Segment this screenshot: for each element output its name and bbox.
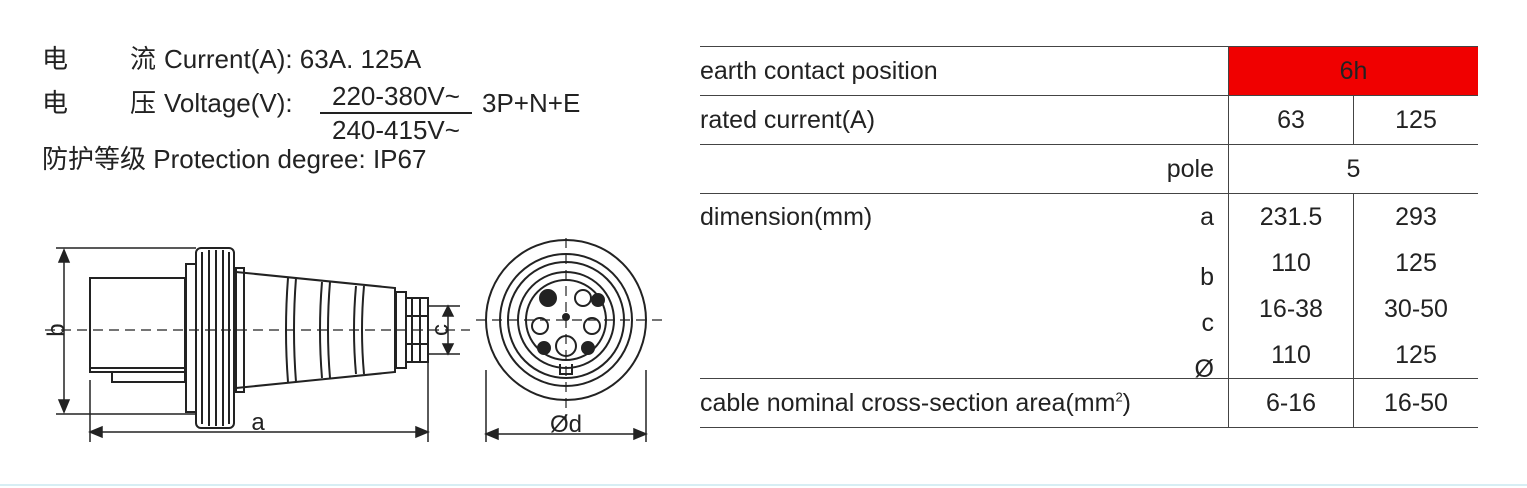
table-row-cable: cable nominal cross-section area(mm2) 6-… bbox=[700, 378, 1478, 428]
spec-protection-zh: 防护等级 bbox=[42, 144, 147, 174]
dim-key-c: c bbox=[1201, 309, 1215, 337]
plug-side-view bbox=[45, 247, 470, 429]
table-row-dim-d: Ø 110 125 bbox=[700, 332, 1478, 383]
label-b: b bbox=[43, 323, 70, 336]
plug-drawing: b a c Ød bbox=[43, 238, 664, 442]
table-row-earth: earth contact position 6h bbox=[700, 46, 1478, 96]
earth-value: 6h bbox=[1228, 46, 1478, 96]
dimension-label: dimension(mm) bbox=[700, 202, 873, 231]
dimension-lines bbox=[56, 247, 648, 442]
voltage-phase: 3P+N+E bbox=[482, 88, 581, 118]
dim-a-v2: 293 bbox=[1353, 193, 1478, 240]
cable-label-text: cable nominal cross-section area(mm bbox=[700, 388, 1116, 417]
spec-table: earth contact position 6h rated current(… bbox=[700, 46, 1478, 428]
dim-key-d: Ø bbox=[1194, 355, 1214, 383]
rated-label: rated current(A) bbox=[700, 95, 1229, 145]
earth-label: earth contact position bbox=[700, 46, 1229, 96]
dim-c-v1: 16-38 bbox=[1228, 286, 1354, 332]
table-row-dim-b: b 110 125 bbox=[700, 240, 1478, 291]
cable-v1: 6-16 bbox=[1228, 378, 1354, 428]
dim-d-v1: 110 bbox=[1228, 332, 1354, 379]
label-c: c bbox=[427, 324, 454, 336]
spec-current-zh2: 流 bbox=[130, 44, 157, 74]
dim-c-v2: 30-50 bbox=[1353, 286, 1478, 332]
dim-b-v2: 125 bbox=[1353, 240, 1478, 286]
dim-a-v1: 231.5 bbox=[1228, 193, 1354, 240]
dim-d-v2: 125 bbox=[1353, 332, 1478, 379]
spec-voltage-label: Voltage(V): bbox=[164, 88, 293, 118]
fraction-bar bbox=[320, 112, 472, 114]
table-row-dim-a: dimension(mm) a 231.5 293 bbox=[700, 193, 1478, 240]
pole-value: 5 bbox=[1228, 144, 1478, 194]
label-a: a bbox=[251, 409, 265, 436]
plug-front-view bbox=[476, 238, 664, 420]
table-row-rated: rated current(A) 63 125 bbox=[700, 95, 1478, 145]
spec-protection-text: Protection degree: IP67 bbox=[153, 144, 427, 174]
dim-key-b: b bbox=[1200, 263, 1214, 291]
spec-voltage-zh1: 电 bbox=[42, 88, 69, 118]
cable-label-end: ) bbox=[1122, 388, 1131, 417]
voltage-fraction: 220-380V~ 240-415V~ bbox=[320, 82, 472, 144]
dim-b-v1: 110 bbox=[1228, 240, 1354, 286]
footer-divider bbox=[0, 484, 1527, 486]
spec-current-text: Current(A): 63A. 125A bbox=[164, 44, 422, 74]
table-row-dim-c: c 16-38 30-50 bbox=[700, 286, 1478, 337]
spec-protection: 防护等级 Protection degree: IP67 bbox=[42, 144, 426, 174]
spec-voltage-zh2: 压 bbox=[130, 88, 157, 118]
rated-v1: 63 bbox=[1228, 95, 1354, 145]
cable-v2: 16-50 bbox=[1353, 378, 1478, 428]
voltage-numerator: 220-380V~ bbox=[332, 81, 460, 111]
rated-v2: 125 bbox=[1353, 95, 1478, 145]
table-row-pole: pole 5 bbox=[700, 144, 1478, 194]
voltage-denominator: 240-415V~ bbox=[332, 114, 460, 145]
cable-label: cable nominal cross-section area(mm2) bbox=[700, 378, 1229, 428]
cable-label-sup: 2 bbox=[1115, 389, 1123, 405]
spec-current-zh1: 电 bbox=[42, 44, 69, 74]
pole-label: pole bbox=[700, 144, 1229, 194]
dim-key-a: a bbox=[1200, 202, 1214, 231]
